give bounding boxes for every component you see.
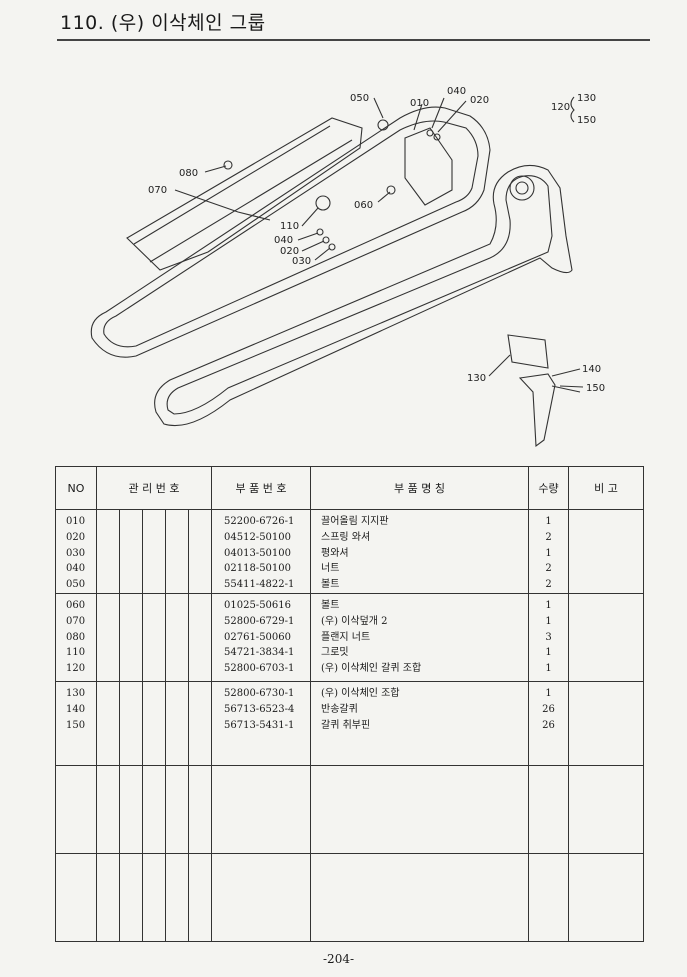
row-name: (우) 이삭덮개 2 [321, 615, 388, 627]
row-qty: 1 [545, 547, 552, 559]
row-name: 너트 [321, 563, 340, 575]
page-title: 110. (우) 이삭체인 그룹 [60, 12, 266, 34]
row-part-no: 02118-50100 [224, 563, 292, 575]
row-name: 플랜지 너트 [321, 631, 371, 643]
callout-label: 080 [179, 168, 198, 179]
table-row-group: 010 020 030 040 050 52200-6726-1 04512-5… [55, 509, 644, 594]
callout-label: 120 [551, 102, 570, 113]
table-row-group: 130 140 150 52800-6730-1 56713-6523-4 56… [55, 680, 644, 766]
callout-label: 040 [274, 235, 293, 246]
row-qty: 2 [545, 531, 552, 543]
col-header-qty: 수량 [528, 466, 569, 510]
row-qty: 1 [545, 599, 552, 611]
row-qty: 2 [545, 579, 552, 591]
row-name: 볼트 [321, 599, 340, 611]
row-qty: 26 [542, 703, 555, 715]
row-no: 030 [66, 547, 86, 559]
callout-label: 070 [148, 185, 167, 196]
callout-label: 150 [586, 383, 605, 394]
row-no: 150 [66, 719, 86, 731]
callout-label: 030 [292, 256, 311, 267]
row-no: 080 [66, 631, 86, 643]
row-part-no: 56713-6523-4 [224, 703, 295, 715]
callout-label: 130 [577, 93, 596, 104]
callout-label: 060 [354, 200, 373, 211]
table-header-row: NO 관 리 번 호 부 품 번 호 부 품 명 칭 수량 비 고 [55, 466, 644, 510]
page-number: -204- [323, 952, 355, 966]
row-part-no: 52800-6703-1 [224, 663, 295, 675]
row-name: (우) 이삭체인 조합 [321, 687, 400, 699]
title-rule [57, 39, 650, 41]
callout-label: 110 [280, 221, 299, 232]
table-empty-group [55, 764, 644, 854]
row-qty: 1 [545, 615, 552, 627]
col-header-mgmt: 관 리 번 호 [96, 466, 212, 510]
row-name: 반송갈퀴 [321, 703, 358, 715]
callout-label: 140 [582, 364, 601, 375]
row-qty: 3 [545, 631, 552, 643]
row-part-no: 02761-50060 [224, 631, 292, 643]
row-name: 볼트 [321, 579, 340, 591]
col-header-remark: 비 고 [568, 466, 644, 510]
row-name: 평와셔 [321, 547, 349, 559]
row-no: 140 [66, 703, 86, 715]
col-header-name: 부 품 명 칭 [310, 466, 529, 510]
callout-label: 050 [350, 93, 369, 104]
row-part-no: 52800-6730-1 [224, 687, 295, 699]
table-empty-group [55, 852, 644, 943]
row-qty: 1 [545, 516, 552, 527]
row-name: 스프링 와셔 [321, 531, 371, 543]
row-part-no: 52800-6729-1 [224, 615, 295, 627]
callout-label: 010 [410, 98, 429, 109]
callout-label: 020 [470, 95, 489, 106]
row-no: 070 [66, 615, 86, 627]
row-part-no: 55411-4822-1 [224, 579, 295, 591]
row-part-no: 01025-50616 [224, 599, 292, 611]
row-qty: 1 [545, 647, 552, 659]
row-no: 110 [66, 647, 86, 659]
table-row-group: 060 070 080 110 120 01025-50616 52800-67… [55, 592, 644, 682]
row-no: 040 [66, 563, 86, 575]
row-no: 130 [66, 687, 86, 699]
row-part-no: 56713-5431-1 [224, 719, 295, 731]
row-part-no: 52200-6726-1 [224, 516, 295, 527]
row-qty: 2 [545, 563, 552, 575]
callout-label: 150 [577, 115, 596, 126]
parts-table: NO 관 리 번 호 부 품 번 호 부 품 명 칭 수량 비 고 010 02… [55, 466, 644, 943]
col-header-no: NO [55, 466, 97, 510]
row-no: 120 [66, 663, 86, 675]
callout-label: 020 [280, 246, 299, 257]
row-qty: 26 [542, 719, 555, 731]
callout-label: 130 [467, 373, 486, 384]
row-no: 060 [66, 599, 86, 611]
row-name: (우) 이삭체인 갈퀴 조합 [321, 663, 422, 675]
callout-label: 040 [447, 86, 466, 97]
parts-diagram: 050 010 040 020 120 130 150 080 070 060 … [90, 86, 605, 448]
row-part-no: 04013-50100 [224, 547, 292, 559]
row-no: 050 [66, 579, 86, 591]
row-name: 끌어올림 지지판 [321, 516, 389, 527]
row-no: 020 [66, 531, 86, 543]
row-name: 갈퀴 취부핀 [321, 719, 371, 731]
row-qty: 1 [545, 687, 552, 699]
col-header-part-no: 부 품 번 호 [211, 466, 311, 510]
row-part-no: 54721-3834-1 [224, 647, 295, 659]
row-qty: 1 [545, 663, 552, 675]
row-name: 그로밋 [321, 647, 349, 659]
row-no: 010 [66, 516, 86, 527]
row-part-no: 04512-50100 [224, 531, 292, 543]
